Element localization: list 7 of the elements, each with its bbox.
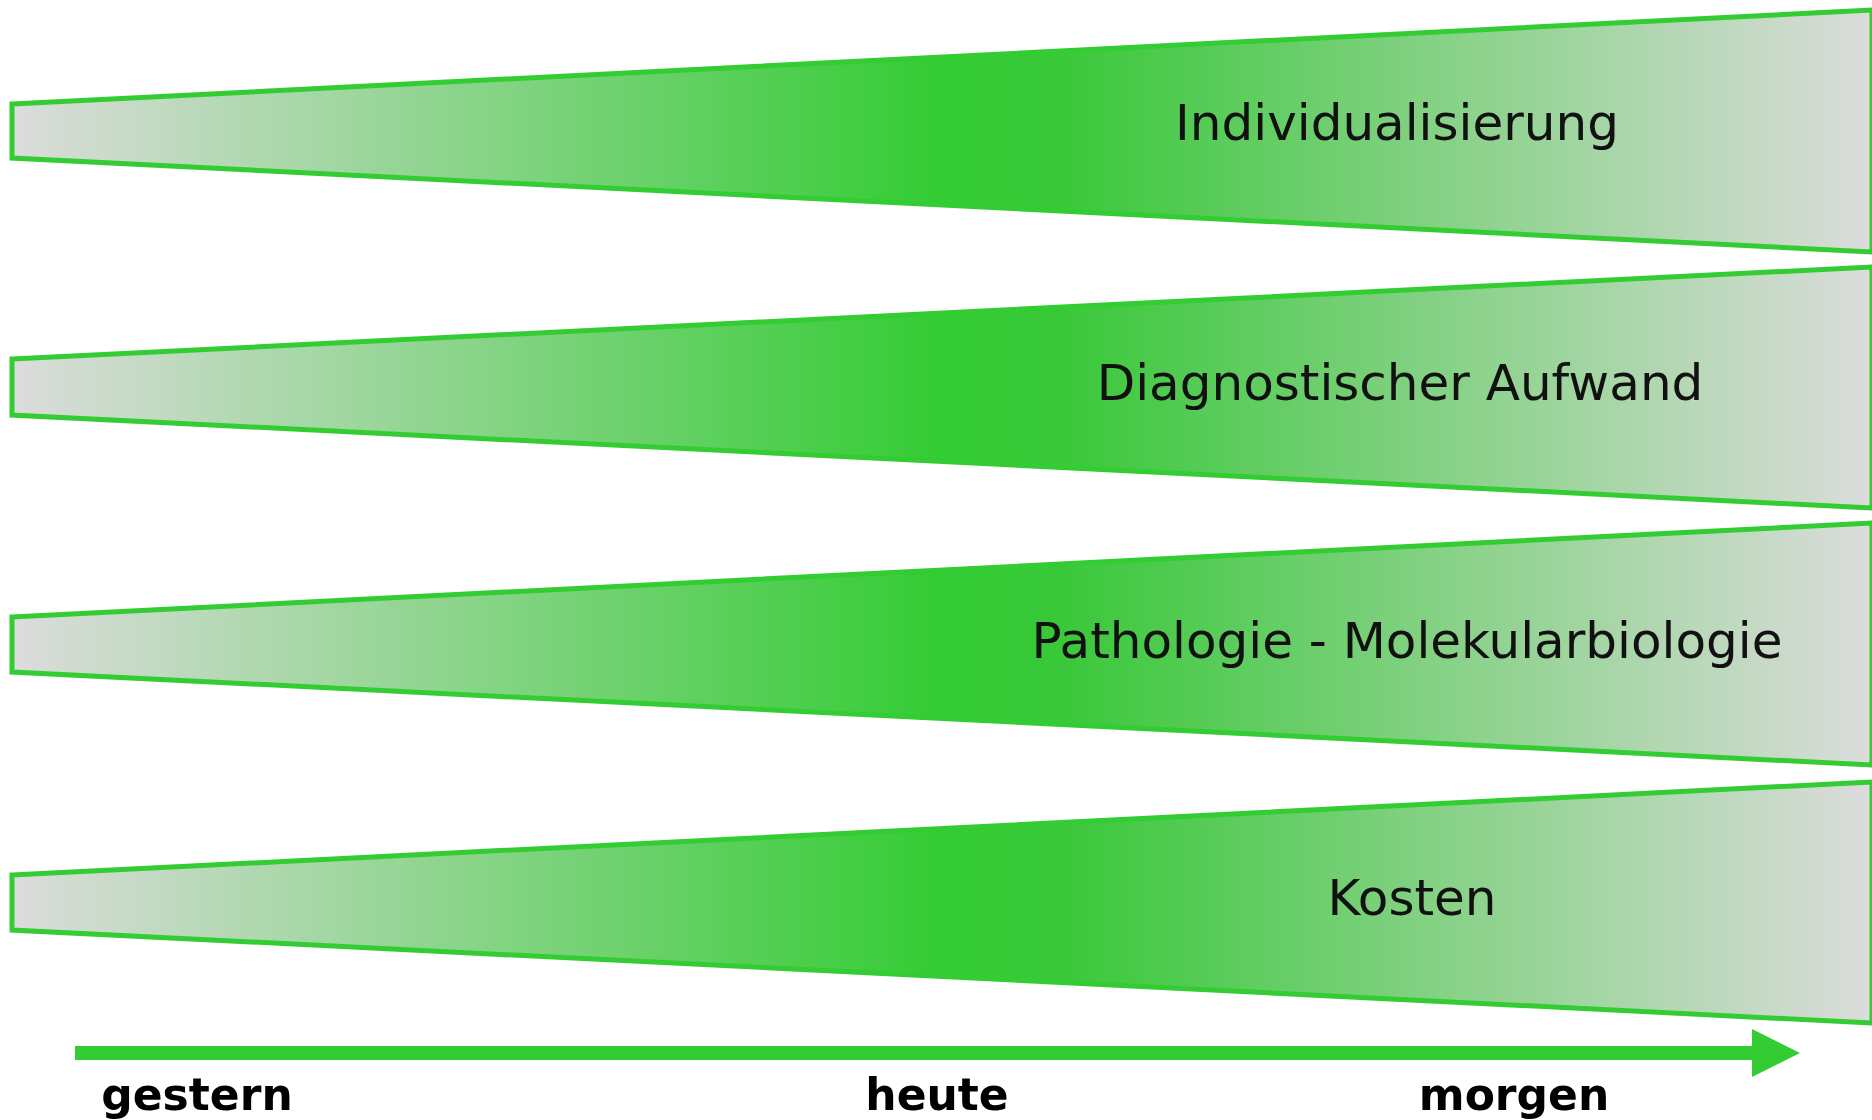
wedge-label: Pathologie - Molekularbiologie	[1031, 612, 1783, 670]
time-label: morgen	[1418, 1068, 1610, 1120]
wedge-label: Individualisierung	[1175, 94, 1619, 152]
wedge-label: Kosten	[1327, 869, 1497, 927]
time-label: gestern	[101, 1068, 293, 1120]
time-label: heute	[865, 1068, 1009, 1120]
wedge-label: Diagnostischer Aufwand	[1096, 354, 1704, 412]
